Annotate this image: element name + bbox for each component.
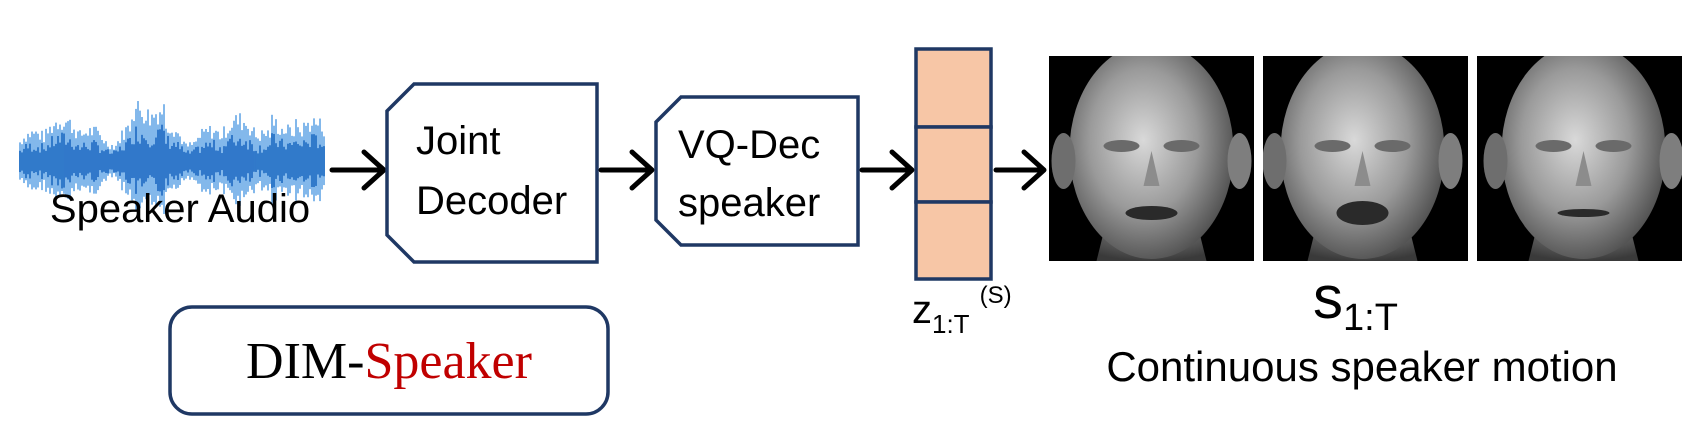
speaker-motion-frames — [1049, 56, 1682, 261]
model-name-text: DIM-Speaker — [246, 333, 532, 390]
latent-code-label: z1:T (S) — [912, 282, 1012, 339]
face-frame-2 — [1263, 56, 1468, 261]
face-frame-1 — [1049, 56, 1254, 261]
joint-decoder-line2: Decoder — [416, 179, 567, 223]
latent-code-label-sub: 1:T — [932, 309, 970, 339]
speaker-audio-label: Speaker Audio — [50, 187, 310, 231]
latent-code-cell-2 — [914, 125, 993, 204]
model-name-prefix: DIM- — [246, 333, 364, 390]
audio-waveform-icon — [19, 101, 325, 217]
latent-code-cell-3 — [914, 200, 993, 281]
vq-dec-line1: VQ-Dec — [678, 123, 820, 167]
latent-code-label-main: z — [912, 288, 932, 332]
vq-dec-block: VQ-Dec speaker — [654, 95, 860, 247]
latent-code-label-sup: (S) — [980, 282, 1012, 309]
model-name-suffix: Speaker — [364, 333, 531, 390]
latent-code-cell-1 — [914, 47, 993, 129]
arrow-vqdec-to-codes — [859, 149, 915, 191]
motion-symbol-sub: 1:T — [1343, 297, 1398, 339]
face-frame-3 — [1477, 56, 1682, 261]
latent-code-stack — [914, 47, 993, 281]
arrow-codes-to-motion — [993, 149, 1047, 191]
motion-caption: Continuous speaker motion — [1106, 343, 1617, 390]
model-name-badge: DIM-Speaker — [168, 305, 610, 416]
vq-dec-line2: speaker — [678, 181, 820, 225]
joint-decoder-block: Joint Decoder — [385, 82, 599, 264]
joint-decoder-line1: Joint — [416, 119, 501, 163]
motion-symbol-main: s — [1313, 264, 1343, 331]
motion-symbol: s1:T — [1313, 264, 1398, 339]
arrow-decoder-to-vqdec — [598, 149, 655, 191]
arrow-audio-to-decoder — [329, 149, 387, 191]
